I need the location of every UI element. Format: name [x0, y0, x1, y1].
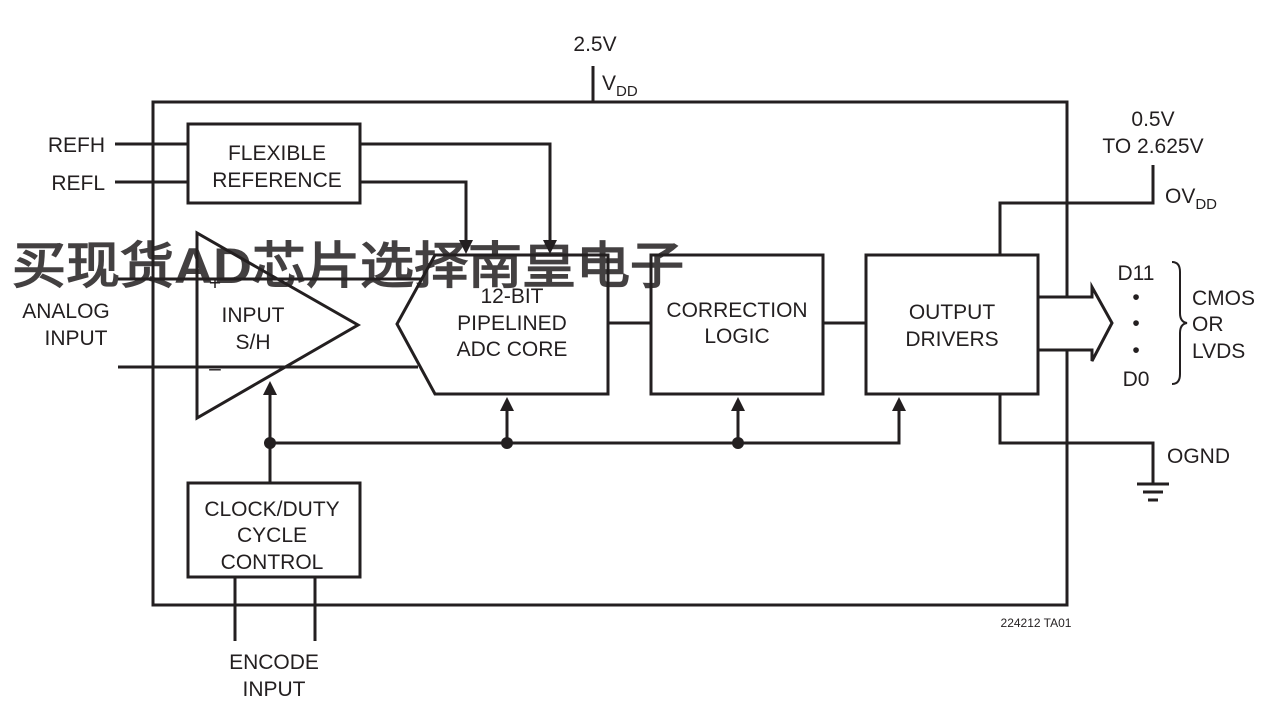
encode-label-1: ENCODE [229, 651, 319, 674]
ref-to-adc-wire-2 [360, 180, 468, 240]
vdd-voltage: 2.5V [573, 33, 616, 56]
junction-dot-3 [732, 437, 744, 449]
clock-to-sh-arrow [263, 381, 277, 395]
ref-to-adc-arrow-1 [543, 240, 557, 254]
adc-core-label-3: ADC CORE [457, 338, 568, 361]
ref-to-adc-wire-1 [360, 142, 552, 240]
vdd-label: VDD [602, 72, 638, 100]
reference-label-2: REFERENCE [212, 169, 342, 192]
adc-core-block [395, 253, 610, 396]
ovdd-range-2: TO 2.625V [1102, 135, 1203, 158]
analog-input-label-1: ANALOG [22, 300, 110, 323]
refh-pin: REFH [48, 134, 105, 157]
analog-input-label-2: INPUT [45, 327, 108, 350]
output-bus-arrow [1036, 281, 1114, 362]
ovdd-range-1: 0.5V [1131, 108, 1174, 131]
flexible-reference-block [186, 122, 362, 205]
junction-dot-2 [501, 437, 513, 449]
output-msb: D11 [1118, 262, 1155, 285]
clock-label-1: CLOCK/DUTY [204, 498, 339, 521]
output-mode-2: OR [1192, 313, 1224, 336]
output-dot-3: • [1132, 339, 1139, 362]
clock-to-correction-arrow [731, 397, 745, 411]
ovdd-wire [998, 165, 1155, 255]
refl-pin: REFL [51, 172, 105, 195]
adc-core-label-2: PIPELINED [457, 312, 567, 335]
output-lsb: D0 [1123, 368, 1150, 391]
clock-to-adc-arrow [500, 397, 514, 411]
watermark-text: 买现货AD芯片选择南皇电子 [12, 238, 684, 294]
output-mode-1: CMOS [1192, 287, 1255, 310]
reference-label-1: FLEXIBLE [228, 142, 326, 165]
figure-id: 224212 TA01 [1001, 616, 1072, 630]
output-drivers-block [864, 253, 1040, 396]
encode-label-2: INPUT [243, 678, 306, 701]
output-dot-2: • [1132, 312, 1139, 335]
correction-label-1: CORRECTION [666, 299, 807, 322]
ovdd-label: OVDD [1165, 185, 1217, 213]
ref-to-adc-arrow-2 [459, 240, 473, 254]
ognd-wire [998, 394, 1155, 483]
output-dot-1: • [1132, 286, 1139, 309]
correction-logic-block [649, 253, 825, 396]
drivers-label-1: OUTPUT [909, 301, 996, 324]
clock-label-3: CONTROL [221, 551, 324, 574]
clock-control-block [186, 481, 362, 579]
sh-label-2: S/H [235, 331, 270, 354]
adc-core-label-1: 12-BIT [480, 285, 543, 308]
output-brace [1171, 261, 1188, 385]
clock-label-2: CYCLE [237, 524, 307, 547]
output-mode-3: LVDS [1192, 340, 1245, 363]
clock-to-drivers-arrow [892, 397, 906, 411]
drivers-label-2: DRIVERS [905, 328, 998, 351]
ognd-label: OGND [1167, 445, 1230, 468]
clock-bus-wire [270, 411, 901, 445]
correction-label-2: LOGIC [704, 325, 769, 348]
junction-dot-1 [264, 437, 276, 449]
sh-label-1: INPUT [222, 304, 285, 327]
